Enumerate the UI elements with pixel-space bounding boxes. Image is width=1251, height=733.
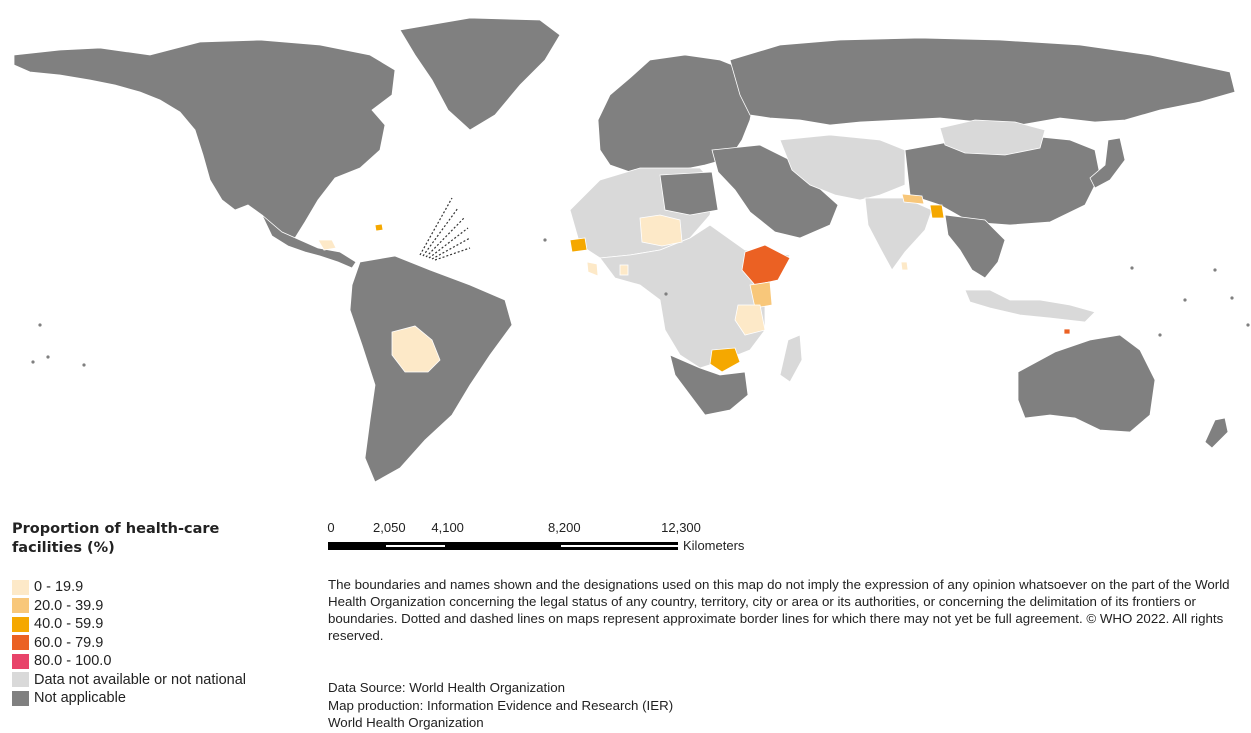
region-tanzania — [734, 304, 766, 336]
scale-tick-label: 8,200 — [548, 520, 581, 535]
region-new-zealand — [1204, 417, 1229, 449]
region-central-america — [261, 214, 357, 269]
region-india — [864, 197, 933, 271]
region-senegal — [569, 237, 588, 253]
region-indonesia — [964, 289, 1096, 323]
legend-item: 20.0 - 39.9 — [12, 597, 312, 616]
region-egypt-libya — [659, 171, 719, 216]
region-sierra-leone — [586, 261, 599, 277]
region-timor-leste — [1063, 328, 1071, 335]
region-guatemala — [317, 239, 337, 251]
data-source: Data Source: World Health Organization — [328, 680, 566, 695]
legend-label: 80.0 - 100.0 — [34, 653, 112, 670]
legend-item: Data not available or not national — [12, 671, 312, 690]
region-ethiopia — [741, 244, 791, 286]
scale-tick-label: 12,300 — [661, 520, 701, 535]
region-australia — [1017, 334, 1156, 433]
island-markers — [31, 238, 1250, 367]
legend-label: Not applicable — [34, 690, 126, 707]
legend-label: 20.0 - 39.9 — [34, 597, 104, 614]
map-credits: Data Source: World Health Organization M… — [328, 679, 928, 732]
legend-title: Proportion of health-care facilities (%) — [12, 521, 220, 556]
region-zimbabwe — [709, 347, 741, 373]
region-central-asia — [779, 134, 906, 201]
island-dot — [1213, 268, 1217, 272]
scale-segment-stripe — [561, 545, 678, 547]
scale-tick-label: 0 — [327, 520, 335, 535]
scale-tick-label: 2,050 — [373, 520, 406, 535]
region-niger — [639, 214, 683, 247]
region-madagascar — [779, 334, 803, 383]
legend-swatch — [12, 579, 29, 595]
island-dot — [1246, 323, 1250, 327]
region-ghana — [619, 264, 629, 276]
scale-segment — [561, 542, 678, 550]
region-central-africa — [599, 224, 791, 369]
legend-swatch — [12, 635, 29, 651]
scale-bar: 0 2,050 4,100 8,200 12,300 Kilometers — [327, 520, 768, 556]
legend-item: Not applicable — [12, 689, 312, 708]
region-middle-east — [711, 144, 839, 239]
legend-swatch — [12, 616, 29, 632]
map-production: Map production: Information Evidence and… — [328, 697, 674, 713]
legend-swatch — [12, 598, 29, 614]
region-bolivia — [391, 325, 441, 373]
legend-swatch — [12, 690, 29, 706]
island-dot — [1130, 266, 1134, 270]
legend-item: 40.0 - 59.9 — [12, 615, 312, 634]
island-dot — [31, 360, 35, 364]
region-sri-lanka — [900, 261, 909, 271]
island-dot — [1158, 333, 1162, 337]
scale-segment — [444, 542, 562, 550]
region-southern-africa — [669, 354, 749, 416]
region-southeast-asia — [944, 214, 1006, 279]
scale-segment — [328, 542, 387, 550]
legend-item: 60.0 - 79.9 — [12, 634, 312, 653]
region-bangladesh — [929, 204, 945, 219]
region-greenland — [399, 17, 561, 131]
island-dot — [1230, 296, 1234, 300]
scale-tick-label: 4,100 — [431, 520, 464, 535]
legend-item: 80.0 - 100.0 — [12, 652, 312, 671]
island-dot — [1183, 298, 1187, 302]
scale-units: Kilometers — [683, 538, 745, 553]
dashed-border-lines — [419, 197, 471, 261]
legend-swatch — [12, 653, 29, 669]
world-map — [13, 17, 1250, 483]
map-disclaimer: The boundaries and names shown and the d… — [328, 577, 1230, 643]
region-haiti — [374, 223, 384, 232]
legend-label: 40.0 - 59.9 — [34, 616, 104, 633]
organization: World Health Organization — [328, 715, 484, 730]
legend-item: 0 - 19.9 — [12, 578, 312, 597]
map-legend: Proportion of health-care facilities (%)… — [12, 520, 312, 708]
legend-swatch — [12, 672, 29, 688]
region-japan — [1089, 137, 1126, 189]
island-dot — [46, 355, 50, 359]
island-dot — [543, 238, 547, 242]
legend-label: 0 - 19.9 — [34, 579, 84, 596]
legend-label: Data not available or not national — [34, 671, 247, 688]
region-north-america — [13, 39, 396, 239]
island-dot — [38, 323, 42, 327]
scale-segment — [386, 542, 445, 550]
region-nepal — [901, 193, 925, 205]
region-mongolia — [939, 119, 1046, 156]
scale-segment-stripe — [386, 545, 445, 547]
island-dot — [82, 363, 86, 367]
island-dot — [664, 292, 668, 296]
legend-label: 60.0 - 79.9 — [34, 634, 104, 651]
region-russia — [729, 37, 1236, 126]
region-kenya — [749, 281, 773, 309]
